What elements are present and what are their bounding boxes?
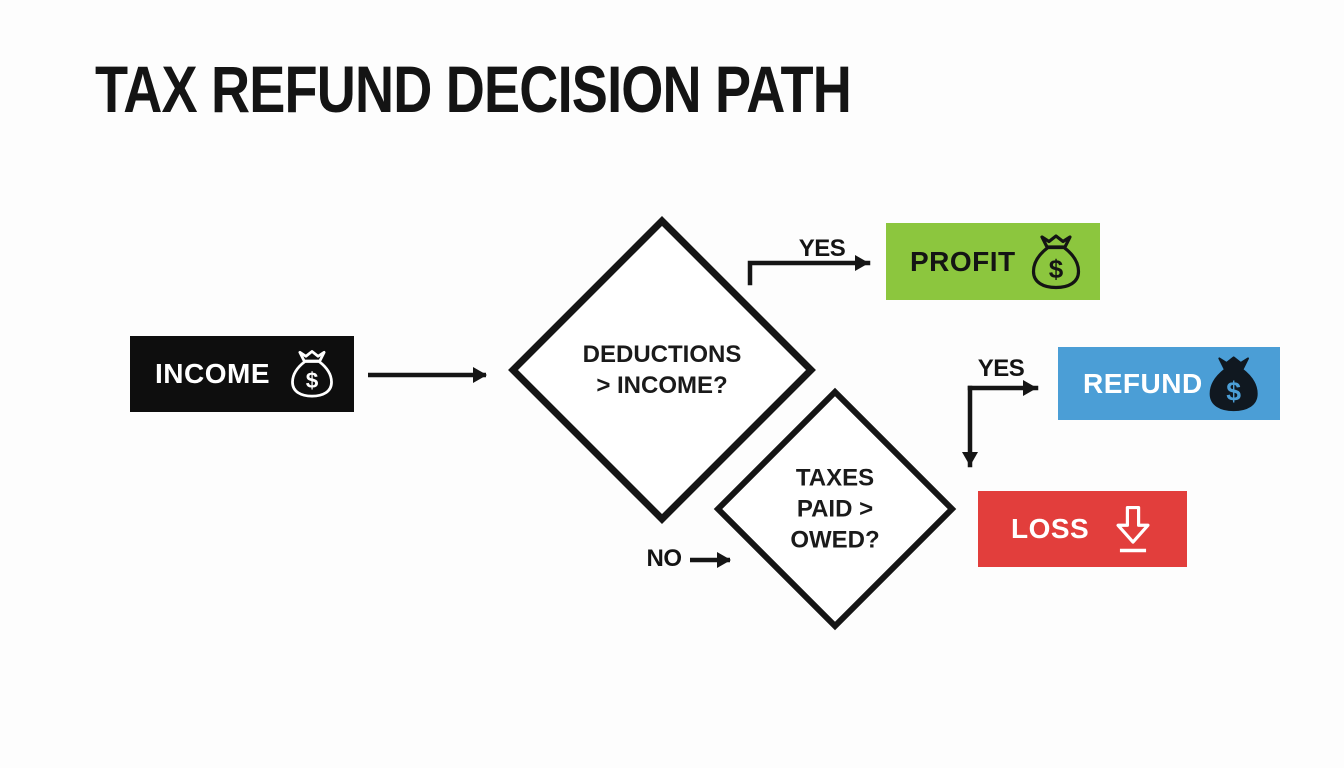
down-arrow-icon <box>1116 505 1150 553</box>
node-refund: REFUND $ <box>1058 347 1280 420</box>
node-profit: PROFIT $ <box>886 223 1100 300</box>
refund-label: REFUND <box>1083 367 1203 399</box>
arrow-yes-to-profit <box>747 255 871 286</box>
money-bag-icon: $ <box>1031 233 1081 289</box>
decision-diamond-taxes <box>713 387 957 631</box>
dollar-glyph: $ <box>1049 254 1064 284</box>
loss-label: LOSS <box>1011 513 1090 544</box>
money-bag-icon: $ <box>291 350 333 398</box>
decision-diamond-deductions <box>508 216 816 524</box>
edge-label-yes-profit: YES <box>798 235 846 262</box>
dollar-glyph: $ <box>306 368 319 393</box>
profit-label: PROFIT <box>910 245 1016 277</box>
money-bag-icon: $ <box>1209 355 1258 411</box>
node-income: INCOME $ <box>130 336 354 412</box>
edge-label-no: NO <box>646 545 683 572</box>
taxes-decision-label: TAXES PAID > OWED? <box>790 464 880 554</box>
deductions-decision-label: DEDUCTIONS > INCOME? <box>582 341 742 399</box>
edge-label-yes-refund: YES <box>977 355 1025 382</box>
dollar-glyph: $ <box>1226 376 1241 406</box>
income-label: INCOME <box>155 358 270 389</box>
node-loss: LOSS <box>978 491 1187 567</box>
page-title: TAX REFUND DECISION PATH <box>95 52 852 126</box>
